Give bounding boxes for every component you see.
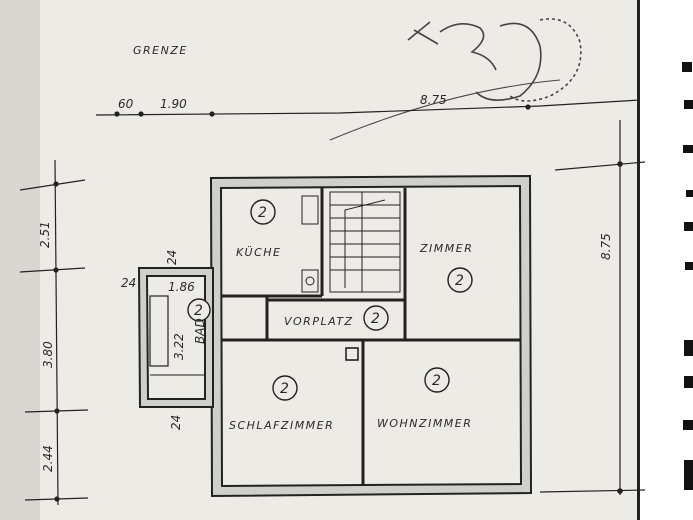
room-count: 2 [194, 303, 203, 319]
paper-margin-right [640, 0, 693, 520]
room-name: KÜCHE [236, 246, 281, 259]
dim-top-total: 8.75 [420, 93, 447, 107]
chimney-square [345, 347, 359, 361]
dim-left-mid: 3.80 [41, 341, 55, 368]
staircase [329, 191, 401, 293]
dim-top-offset: 60 [118, 97, 134, 111]
signature-scribble [329, 18, 582, 141]
dim-wall-b: 24 [121, 276, 136, 290]
room-count: 2 [371, 311, 380, 327]
paper-edge-line [637, 0, 640, 520]
right-dimension-line [539, 120, 646, 495]
room-bad: 2 BAD [187, 298, 211, 344]
dim-bath-depth: 3.22 [172, 333, 186, 360]
room-name: SCHLAFZIMMER [229, 419, 334, 432]
bath-annex [137, 267, 214, 408]
room-count-circle [363, 305, 389, 331]
dim-wall-a: 24 [165, 250, 179, 265]
dim-wall-c: 24 [169, 415, 183, 430]
room-schlafzimmer: 2 SCHLAFZIMMER [229, 375, 334, 432]
dim-right-total: 8.75 [599, 233, 613, 260]
interior-walls [221, 188, 520, 486]
top-dimension-line [95, 99, 641, 117]
room-kueche: 2 KÜCHE [236, 199, 281, 259]
paper-shadow-left [0, 0, 40, 520]
room-count-circle [272, 375, 298, 401]
room-count-circle [250, 199, 276, 225]
room-count: 2 [455, 273, 464, 289]
room-count-circle [447, 267, 473, 293]
room-vorplatz: 2 VORPLATZ [284, 305, 389, 331]
kitchen-fixtures [301, 195, 319, 293]
room-name: VORPLATZ [284, 315, 354, 328]
dim-left-bottom: 2.44 [41, 445, 55, 472]
boundary-label: GRENZE [133, 44, 188, 57]
room-name: WOHNZIMMER [377, 417, 472, 430]
dim-left-top: 2.51 [38, 221, 52, 248]
room-count: 2 [280, 381, 289, 397]
room-count: 2 [258, 205, 267, 221]
room-count-circle [424, 367, 450, 393]
room-zimmer: 2 ZIMMER [419, 242, 473, 293]
dim-bath-width: 1.86 [168, 280, 195, 294]
dim-top-small: 1.90 [160, 97, 187, 111]
left-dimension-line [19, 159, 89, 506]
room-wohnzimmer: 2 WOHNZIMMER [377, 367, 472, 430]
room-count: 2 [432, 373, 441, 389]
room-name: BAD [193, 318, 207, 344]
room-count-circle [187, 298, 211, 322]
room-name: ZIMMER [419, 242, 473, 255]
margin-marks [682, 62, 693, 490]
